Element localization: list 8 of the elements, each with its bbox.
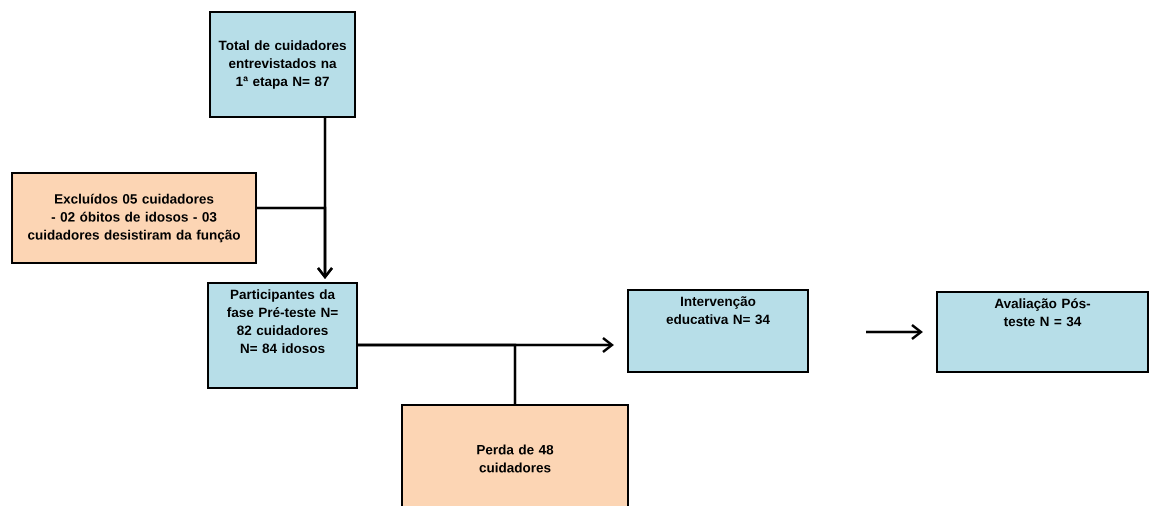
arrow xyxy=(256,206,333,279)
process-box: Participantes da fase Pré-teste N= 82 cuidadores N= 84 idosos xyxy=(207,282,358,389)
arrow xyxy=(866,324,923,340)
process-box: Intervenção educativa N= 34 xyxy=(627,289,809,373)
process-box: Avaliação Pós-teste N = 34 xyxy=(936,291,1149,373)
process-box: Total de cuidadores entrevistados na 1ª etapa N= 87 xyxy=(209,11,356,118)
process-box: Excluídos 05 cuidadores - 02 óbitos de idosos - 03 cuidadores desistiram da função xyxy=(11,172,257,264)
process-box: Perda de 48 cuidadores xyxy=(401,404,629,506)
